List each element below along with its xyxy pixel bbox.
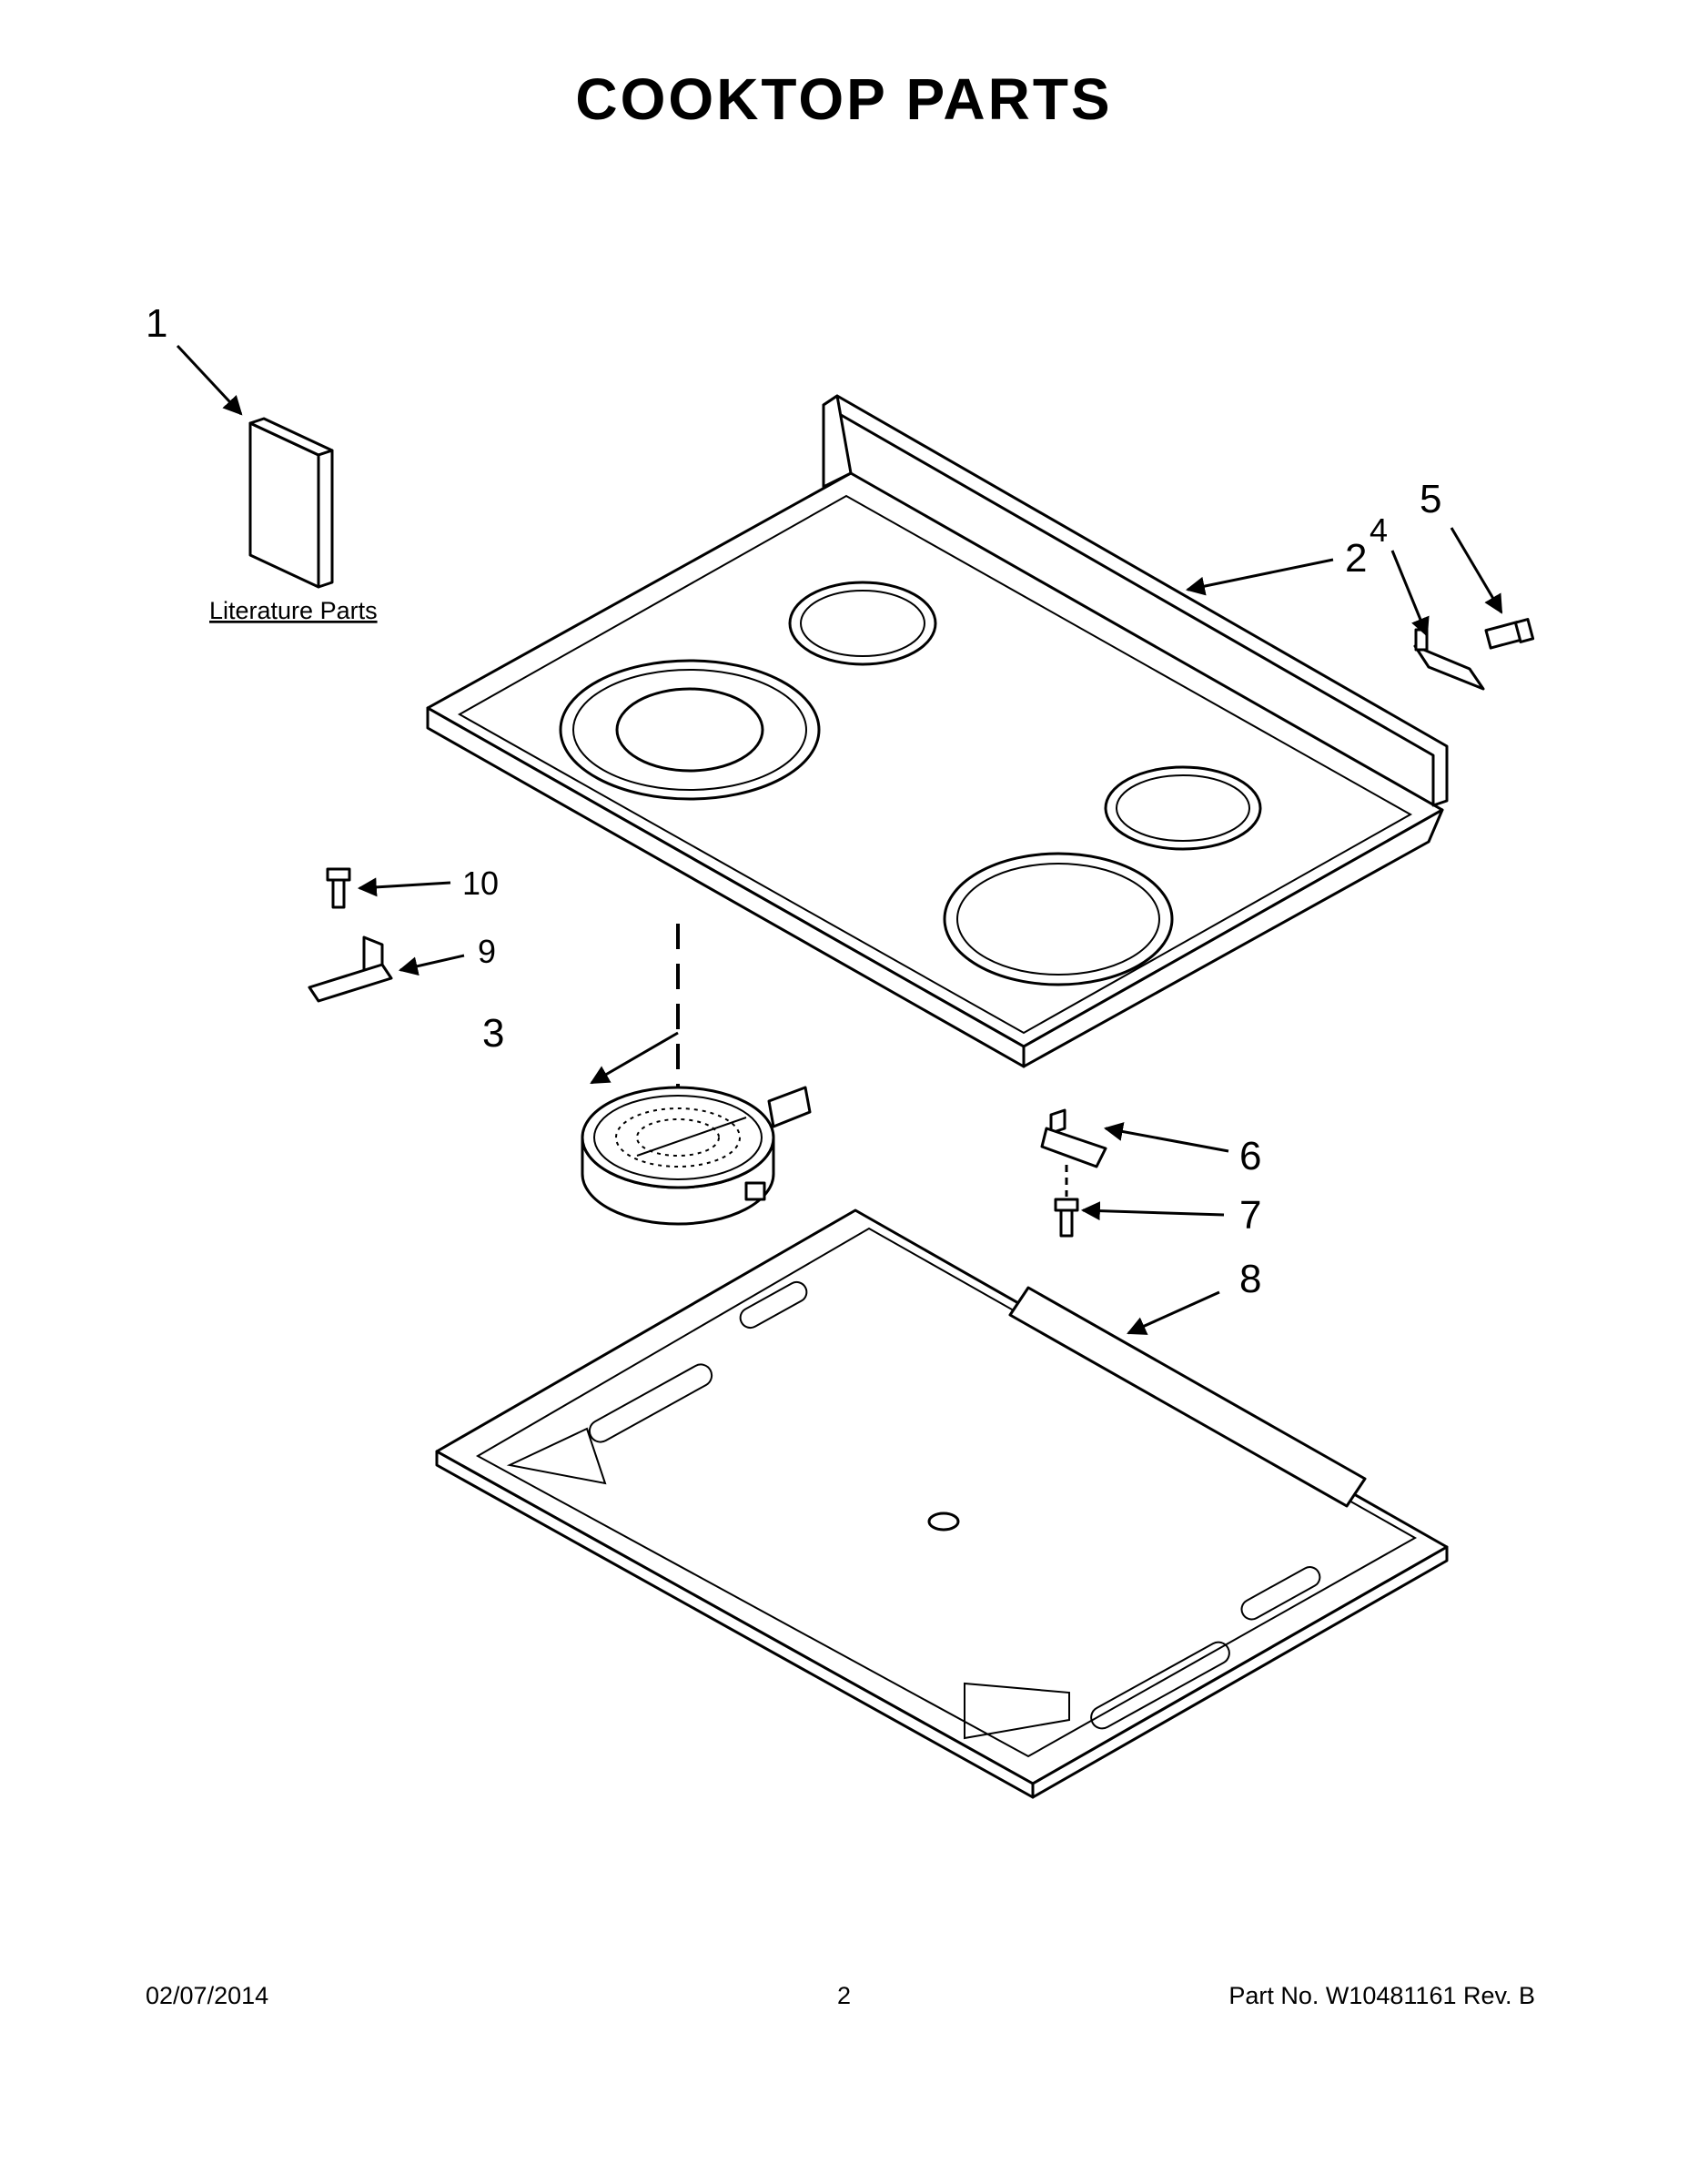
callout-5: 5 (1420, 477, 1441, 521)
callout-1: 1 (146, 301, 167, 346)
leader-5 (1450, 527, 1503, 614)
leader-3 (590, 1031, 679, 1085)
leader-10 (357, 877, 451, 897)
cooktop-pan (435, 1208, 1449, 1799)
leader-8 (1127, 1290, 1220, 1335)
bracket-part-4 (1413, 628, 1485, 691)
surface-element (581, 1086, 812, 1226)
footer-date: 02/07/2014 (146, 1982, 269, 2009)
callout-3: 3 (482, 1011, 504, 1056)
clip-part-6 (1040, 1108, 1107, 1168)
leader-1 (176, 344, 243, 416)
callout-6: 6 (1239, 1134, 1261, 1178)
footer-page-number: 2 (836, 1982, 852, 2009)
callout-9: 9 (478, 933, 496, 970)
callout-2: 2 (1345, 536, 1367, 581)
footer-part-number: Part No. W10481161 Rev. B (1228, 1982, 1535, 2009)
literature-parts (248, 417, 334, 589)
screw-part-5 (1484, 618, 1535, 650)
page-title: COOKTOP PARTS (575, 66, 1113, 132)
callout-7: 7 (1239, 1193, 1261, 1238)
leader-9 (398, 954, 465, 976)
literature-parts-label: Literature Parts (209, 597, 378, 624)
screw-part-10 (326, 867, 351, 909)
leader-6 (1103, 1122, 1229, 1153)
callout-8: 8 (1239, 1257, 1261, 1301)
screw-part-7 (1054, 1198, 1079, 1238)
leader-4 (1390, 550, 1430, 637)
cooktop-glass (426, 394, 1449, 1068)
callout-10: 10 (462, 864, 499, 902)
leader-2 (1185, 558, 1334, 596)
callout-4: 4 (1370, 511, 1388, 549)
bracket-part-9 (308, 935, 393, 1003)
leader-7 (1080, 1201, 1225, 1221)
